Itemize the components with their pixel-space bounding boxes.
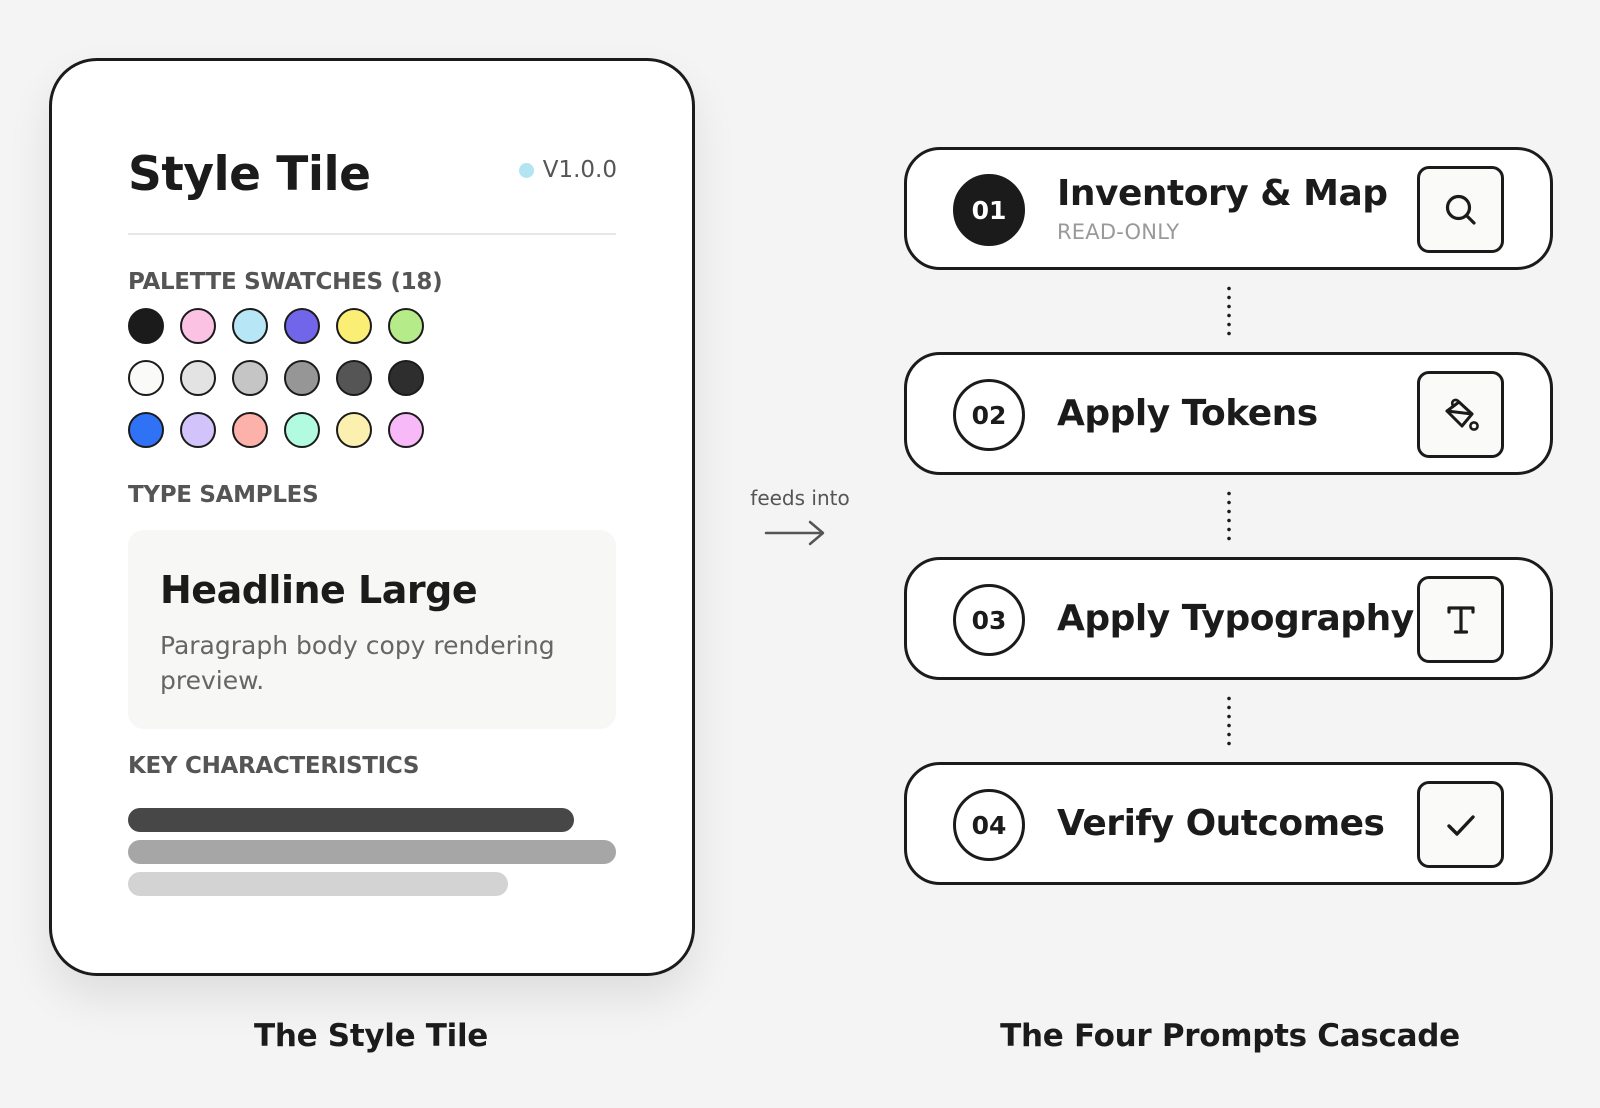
step-number-badge: 02 (953, 379, 1025, 451)
type-sample-headline: Headline Large (160, 568, 478, 612)
key-characteristic-bar (128, 872, 508, 896)
palette-swatch (180, 412, 216, 448)
step-label: Apply Typography (1057, 598, 1414, 639)
connector-dots (1227, 489, 1231, 543)
connector-dots (1227, 284, 1231, 338)
key-characteristic-bar (128, 808, 574, 832)
palette-swatch (180, 360, 216, 396)
version-badge: V1.0.0 (518, 157, 617, 183)
palette-swatch (336, 308, 372, 344)
key-characteristic-bar (128, 840, 616, 864)
style-tile-title: Style Tile (128, 147, 371, 202)
palette-swatches-label: PALETTE SWATCHES (18) (128, 269, 443, 295)
search-icon (1417, 166, 1504, 253)
step-label: Verify Outcomes (1057, 803, 1385, 844)
connector-label: feeds into (750, 486, 850, 510)
step-sublabel: READ-ONLY (1057, 220, 1180, 244)
palette-swatch (180, 308, 216, 344)
palette-swatch (388, 360, 424, 396)
step-inventory-map: 01 Inventory & Map READ-ONLY (904, 147, 1553, 270)
style-tile-caption: The Style Tile (253, 1018, 489, 1054)
palette-swatch (336, 412, 372, 448)
connector-dots (1227, 694, 1231, 748)
step-apply-tokens: 02 Apply Tokens (904, 352, 1553, 475)
palette-swatch (232, 360, 268, 396)
version-dot (518, 162, 534, 178)
style-tile-card: Style Tile V1.0.0 PALETTE SWATCHES (18) … (49, 58, 695, 976)
type-sample-body: Paragraph body copy rendering preview. (160, 631, 555, 695)
arrow-right-icon (764, 520, 825, 546)
step-label: Apply Tokens (1057, 393, 1318, 434)
palette-swatch (284, 360, 320, 396)
step-label: Inventory & Map (1057, 173, 1388, 214)
palette-swatch (388, 308, 424, 344)
palette-swatch (128, 412, 164, 448)
check-icon (1417, 781, 1504, 868)
palette-swatch (336, 360, 372, 396)
cascade-caption: The Four Prompts Cascade (1000, 1018, 1460, 1054)
palette-swatch-grid (128, 308, 424, 448)
step-number-badge: 04 (953, 789, 1025, 861)
text-icon (1417, 576, 1504, 663)
palette-swatch (284, 308, 320, 344)
palette-swatch (232, 308, 268, 344)
type-sample-box: Headline Large Paragraph body copy rende… (128, 530, 616, 729)
step-number-badge: 03 (953, 584, 1025, 656)
tile-divider (128, 233, 616, 235)
palette-swatch (232, 412, 268, 448)
key-characteristics-label: KEY CHARACTERISTICS (128, 753, 420, 779)
palette-swatch (128, 308, 164, 344)
step-apply-typography: 03 Apply Typography (904, 557, 1553, 680)
step-number-badge: 01 (953, 174, 1025, 246)
version-label: V1.0.0 (542, 157, 617, 183)
paint-bucket-icon (1417, 371, 1504, 458)
type-samples-label: TYPE SAMPLES (128, 482, 319, 508)
step-verify-outcomes: 04 Verify Outcomes (904, 762, 1553, 885)
palette-swatch (128, 360, 164, 396)
palette-swatch (388, 412, 424, 448)
palette-swatch (284, 412, 320, 448)
